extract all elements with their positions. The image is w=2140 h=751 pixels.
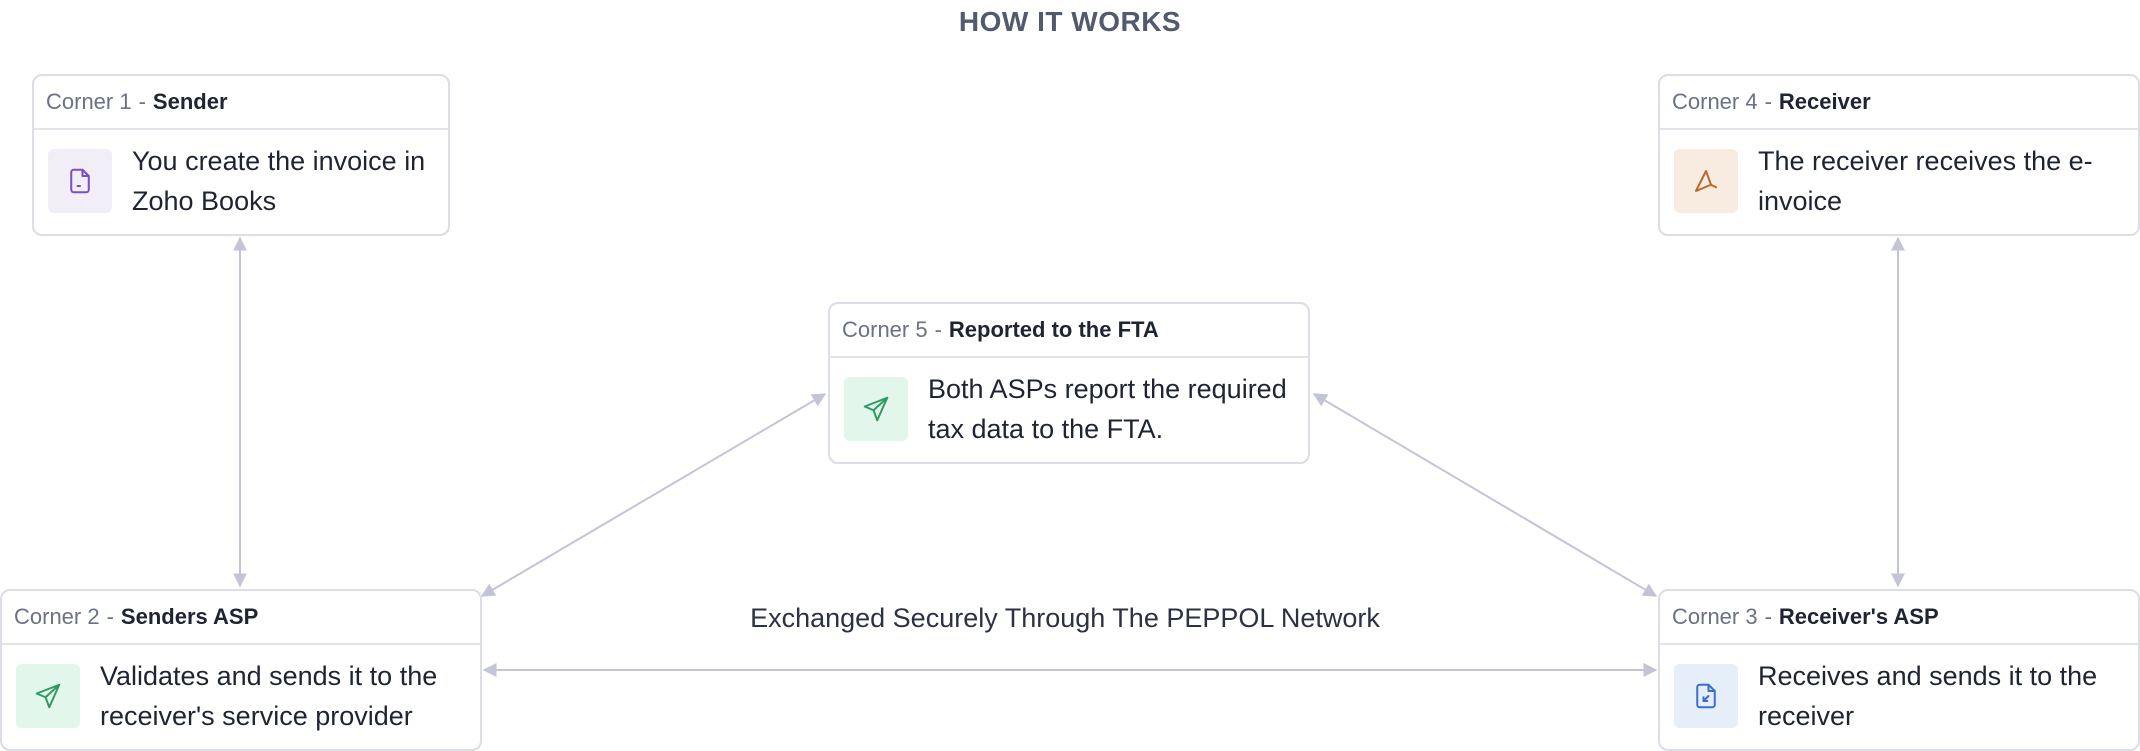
corner-separator: - bbox=[934, 317, 942, 342]
paper-plane-icon bbox=[16, 664, 80, 728]
paper-plane-icon bbox=[844, 377, 908, 441]
corner-5-card: Corner 5 - Reported to the FTA Both ASPs… bbox=[828, 302, 1310, 464]
corner-label: Corner 2 bbox=[14, 604, 100, 629]
corner-description: Validates and sends it to the receiver's… bbox=[100, 661, 438, 731]
corner-2-header: Corner 2 - Senders ASP bbox=[2, 591, 480, 645]
corner-description: Receives and sends it to the receiver bbox=[1758, 661, 2098, 731]
corner-5-header: Corner 5 - Reported to the FTA bbox=[830, 304, 1308, 358]
corner-4-card: Corner 4 - Receiver The receiver receive… bbox=[1658, 74, 2140, 236]
document-icon bbox=[48, 149, 112, 213]
corner-1-header: Corner 1 - Sender bbox=[34, 76, 448, 130]
corner-label: Corner 4 bbox=[1672, 89, 1758, 114]
corner-separator: - bbox=[106, 604, 114, 629]
corner-label: Corner 1 bbox=[46, 89, 132, 114]
page-title: HOW IT WORKS bbox=[958, 6, 1182, 37]
corner-label: Corner 5 bbox=[842, 317, 928, 342]
corner-role: Receiver bbox=[1778, 89, 1871, 114]
corner-3-header: Corner 3 - Receiver's ASP bbox=[1660, 591, 2138, 645]
corner-role: Senders ASP bbox=[120, 604, 259, 629]
corner-description: The receiver receives the e-invoice bbox=[1758, 146, 2093, 216]
corner-description: You create the invoice in Zoho Books bbox=[132, 146, 426, 216]
corner-3-card: Corner 3 - Receiver's ASP Receives and s… bbox=[1658, 589, 2140, 751]
corner-separator: - bbox=[1764, 604, 1772, 629]
corner-role: Receiver's ASP bbox=[1778, 604, 1939, 629]
corner-role: Sender bbox=[152, 89, 228, 114]
delivery-icon bbox=[1674, 149, 1738, 213]
corner-description: Both ASPs report the required tax data t… bbox=[928, 374, 1287, 444]
corner-separator: - bbox=[1764, 89, 1772, 114]
corner-4-header: Corner 4 - Receiver bbox=[1660, 76, 2138, 130]
corner-2-card: Corner 2 - Senders ASP Validates and sen… bbox=[0, 589, 482, 751]
connector-senders-asp-to-fta bbox=[480, 393, 827, 597]
corner-separator: - bbox=[138, 89, 146, 114]
corner-1-card: Corner 1 - Sender You create the invoice… bbox=[32, 74, 450, 236]
corner-label: Corner 3 bbox=[1672, 604, 1758, 629]
document-receive-icon bbox=[1674, 664, 1738, 728]
connector-fta-to-receivers-asp bbox=[1312, 393, 1658, 597]
peppol-network-label: Exchanged Securely Through The PEPPOL Ne… bbox=[750, 603, 1380, 633]
corner-role: Reported to the FTA bbox=[948, 317, 1159, 342]
